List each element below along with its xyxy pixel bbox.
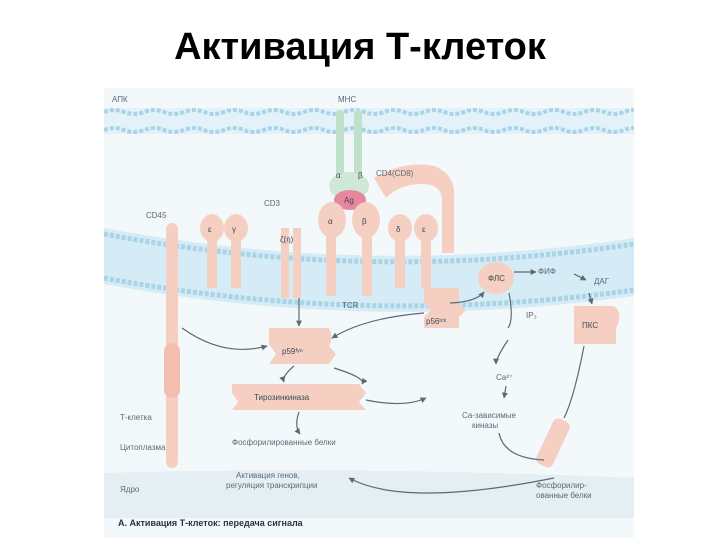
label-cd4: CD4(CD8) xyxy=(376,169,414,178)
label-gamma: γ xyxy=(232,225,236,234)
label-p56: p56ˡᶜᵏ xyxy=(426,317,446,326)
label-eps2: ε xyxy=(422,225,426,234)
label-gene-activation-2: регуляция транскрипции xyxy=(226,481,318,490)
label-gene-activation-1: Активация генов, xyxy=(236,471,300,480)
label-cytoplasm: Цитоплазма xyxy=(120,443,166,452)
label-beta: β xyxy=(358,171,363,180)
cd45 xyxy=(164,223,180,468)
label-tcr-beta: β xyxy=(362,217,367,226)
figure-caption: А. Активация Т-клеток: передача сигнала xyxy=(118,518,304,528)
label-zeta: ζ(η) xyxy=(280,235,294,244)
slide-title: Активация Т-клеток xyxy=(174,26,546,68)
label-nucleus: Ядро xyxy=(120,485,140,494)
label-tcr: TCR xyxy=(342,301,359,310)
label-ca: Ca²⁺ xyxy=(496,373,513,382)
label-ag: Ag xyxy=(344,196,354,205)
cd4-coreceptor xyxy=(374,164,455,253)
label-phospho2-1: Фосфорилир- xyxy=(536,481,587,490)
label-tyrosine-kinase: Тирозинкиназа xyxy=(254,393,310,402)
tyrosine-kinase xyxy=(232,384,366,410)
label-cd3: CD3 xyxy=(264,199,281,208)
figure-background xyxy=(104,88,634,538)
label-ip3: IP₃ xyxy=(526,311,537,320)
label-tcr-alpha: α xyxy=(328,217,333,226)
label-ca-kinases-2: киназы xyxy=(472,421,498,430)
label-apc: АПК xyxy=(112,95,128,104)
label-p59: p59ᶠʸⁿ xyxy=(282,347,303,356)
label-pkc: ПКС xyxy=(582,321,598,330)
apc-membrane xyxy=(104,108,634,134)
label-mhc: MHC xyxy=(338,95,356,104)
p59fyn-kinase xyxy=(269,328,336,364)
label-delta: δ xyxy=(396,225,401,234)
plc-enzyme xyxy=(478,262,514,294)
label-fif: ФИФ xyxy=(538,267,556,276)
antigen xyxy=(334,190,366,210)
label-phospho-proteins: Фосфорилированные белки xyxy=(232,438,336,447)
label-t-cell: Т-клетка xyxy=(120,413,152,422)
label-plc: ФЛС xyxy=(488,274,505,283)
t-cell-activation-diagram: АПК MHC α β CD4(CD8) Ag CD3 CD45 ε γ ζ(η… xyxy=(104,88,634,538)
label-ca-kinases-1: Са-зависимые xyxy=(462,411,517,420)
signal-arrows xyxy=(181,269,594,494)
label-phospho2-2: ованные белки xyxy=(536,491,592,500)
label-epsilon: ε xyxy=(208,225,212,234)
nucleus-region xyxy=(104,470,634,518)
label-dag: ДАГ xyxy=(594,277,610,286)
label-cd45: CD45 xyxy=(146,211,167,220)
p56lck-kinase xyxy=(424,288,466,328)
label-alpha: α xyxy=(336,171,341,180)
ca-kinase-shape xyxy=(536,418,570,468)
tcr-complex xyxy=(200,202,438,298)
pkc-enzyme xyxy=(574,306,620,344)
